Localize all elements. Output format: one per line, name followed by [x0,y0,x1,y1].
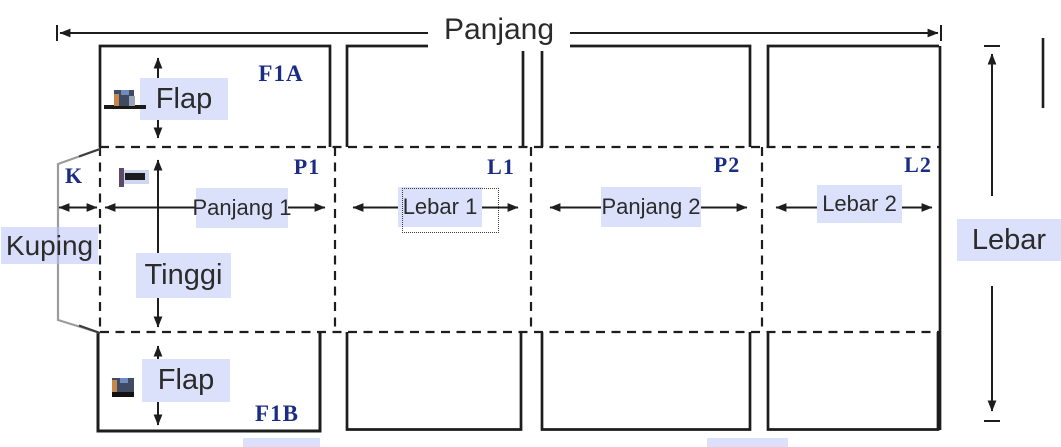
panel-id-l1: L1 [487,154,515,179]
fold-lines [98,145,940,334]
field-panjang2[interactable]: Panjang 2 [601,187,701,227]
flap-marker-icon-top [104,90,146,109]
panel-id-f1b: F1B [255,400,299,426]
field-flap-bottom[interactable]: Flap [142,359,230,402]
flap-f1a-outline [98,44,332,147]
cropped-field-highlight-right[interactable] [707,438,788,447]
cropped-field-highlight-left[interactable] [243,438,320,447]
flap-top-l1-outline [345,44,525,147]
panel-id-k: K [64,163,84,188]
flap-top-l2-outline [766,44,939,147]
selection-outline-lebar1 [402,188,499,233]
flap-marker-icon-bottom [112,378,134,397]
field-lebar[interactable]: Lebar [957,219,1061,261]
thickness-marker-icon [119,168,149,187]
flap-top-p2-outline [540,44,752,147]
panel-id-l2: L2 [904,152,932,177]
panel-id-f1a: F1A [258,60,304,86]
field-panjang1[interactable]: Panjang 1 [192,188,292,228]
field-lebar2[interactable]: Lebar 2 [817,185,902,223]
field-flap-top[interactable]: Flap [140,78,228,120]
flap-bottom-l2-outline [766,332,940,431]
panel-id-p1: P1 [293,154,321,179]
dim-label-panjang: Panjang [428,9,570,51]
flap-f1b-outline [96,332,322,433]
flap-bottom-l1-outline [345,332,523,431]
panel-id-p2: P2 [713,152,741,177]
flap-bottom-p2-outline [540,332,752,431]
field-tinggi[interactable]: Tinggi [136,253,231,298]
flap-outlines [96,44,942,433]
field-kuping[interactable]: Kuping [1,227,98,264]
